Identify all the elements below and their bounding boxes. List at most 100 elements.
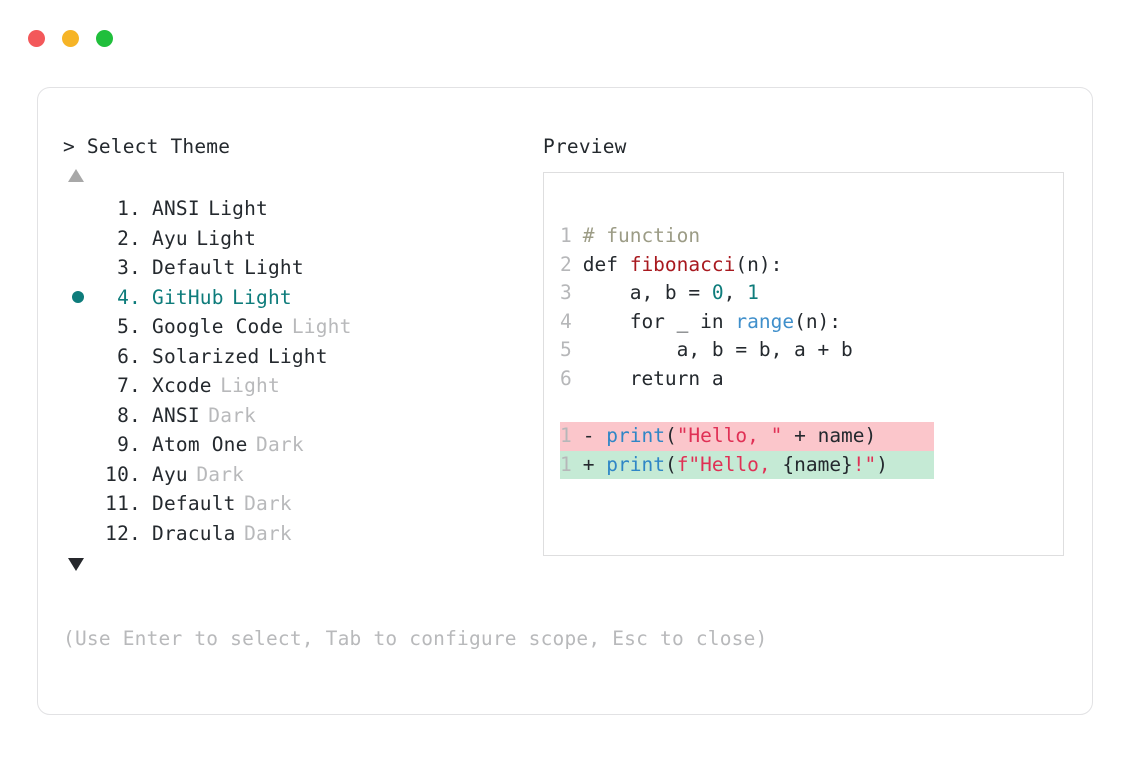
- theme-item-index: 8.: [105, 403, 141, 427]
- diff-line-removed: 1 - print("Hello, " + name): [560, 422, 934, 451]
- line-number: 6: [560, 366, 572, 390]
- theme-item-name: Default: [152, 492, 236, 515]
- theme-item-index: 11.: [105, 492, 141, 515]
- theme-item-variant: Dark: [244, 492, 292, 515]
- theme-item-index: 2.: [105, 226, 141, 250]
- theme-item-name: Atom One: [152, 433, 248, 456]
- theme-item-name: Default: [152, 256, 236, 279]
- select-theme-prompt: > Select Theme: [63, 135, 231, 158]
- code-token: + name): [782, 424, 877, 448]
- code-token: # function: [571, 224, 701, 247]
- selected-bullet-icon: [63, 489, 93, 519]
- theme-item-name: Xcode: [152, 374, 212, 397]
- code-token: (n):: [735, 252, 783, 276]
- theme-item-name: Dracula: [152, 521, 236, 545]
- selected-bullet-icon: [63, 430, 93, 460]
- theme-item-index: 1.: [105, 197, 141, 220]
- code-token: "Hello, ": [676, 424, 783, 448]
- selected-bullet-icon: [63, 283, 93, 313]
- theme-item-name: Google Code: [152, 315, 284, 338]
- theme-list-item[interactable]: 6. Solarized Light: [63, 342, 523, 372]
- code-line: 1 # function: [560, 222, 934, 251]
- theme-item-index: 10.: [105, 462, 141, 486]
- code-token: ): [876, 452, 889, 476]
- selected-bullet-icon: [63, 401, 93, 431]
- code-line: 5 a, b = b, a + b: [560, 336, 934, 365]
- theme-item-index: 9.: [105, 433, 141, 456]
- line-number: 4: [560, 309, 572, 333]
- selected-bullet-icon: [63, 342, 93, 372]
- selected-bullet-icon: [63, 253, 93, 283]
- window-titlebar: [28, 30, 113, 47]
- theme-item-name: ANSI: [152, 197, 200, 220]
- maximize-window-button[interactable]: [96, 30, 113, 47]
- diff-marker: -: [571, 424, 607, 448]
- theme-list-item[interactable]: 5. Google Code Light: [63, 312, 523, 342]
- code-line: 3 a, b = 0, 1: [560, 279, 934, 308]
- theme-list-item[interactable]: 10. Ayu Dark: [63, 460, 523, 490]
- scroll-up-arrow-icon[interactable]: [68, 169, 85, 184]
- code-token: a, b = b, a + b: [571, 338, 853, 362]
- code-token: print: [606, 424, 665, 448]
- theme-item-variant: Light: [220, 374, 280, 397]
- theme-list-item[interactable]: 7. Xcode Light: [63, 371, 523, 401]
- theme-item-index: 7.: [105, 374, 141, 397]
- selected-bullet-icon: [63, 224, 93, 254]
- theme-item-variant: Light: [232, 285, 292, 309]
- code-token: !": [852, 452, 877, 476]
- theme-item-index: 5.: [105, 315, 141, 338]
- code-token: def: [571, 252, 630, 276]
- theme-list-item[interactable]: 9. Atom One Dark: [63, 430, 523, 460]
- close-window-button[interactable]: [28, 30, 45, 47]
- selected-bullet-icon: [63, 460, 93, 490]
- theme-item-variant: Light: [196, 226, 257, 250]
- theme-item-name: Solarized: [152, 344, 260, 368]
- code-token: return a: [571, 366, 724, 390]
- code-line: 6 return a: [560, 365, 934, 394]
- theme-item-name: ANSI: [152, 403, 200, 427]
- code-token: f"Hello,: [676, 452, 783, 476]
- code-token: {name}: [782, 452, 853, 476]
- code-token: ,: [723, 281, 748, 305]
- theme-item-name: Ayu: [152, 462, 188, 486]
- theme-item-variant: Light: [267, 344, 328, 368]
- code-token: (: [664, 424, 677, 448]
- preview-title: Preview: [543, 135, 627, 158]
- theme-item-variant: Dark: [244, 521, 292, 545]
- code-token: 1: [747, 281, 759, 305]
- theme-item-variant: Dark: [208, 403, 257, 427]
- minimize-window-button[interactable]: [62, 30, 79, 47]
- theme-item-variant: Dark: [196, 462, 245, 486]
- theme-list-item[interactable]: 11. Default Dark: [63, 489, 523, 519]
- theme-item-variant: Light: [291, 315, 352, 338]
- theme-item-index: 4.: [105, 285, 141, 309]
- theme-item-variant: Light: [208, 197, 268, 220]
- code-token: (: [664, 452, 677, 476]
- code-token: fibonacci: [629, 252, 736, 276]
- theme-item-variant: Dark: [256, 433, 304, 456]
- line-number: 1: [560, 452, 572, 476]
- line-number: 1: [560, 424, 572, 448]
- line-number: 5: [560, 338, 572, 362]
- theme-list-item[interactable]: 1. ANSI Light: [63, 194, 523, 224]
- theme-item-index: 6.: [105, 344, 141, 368]
- theme-item-index: 3.: [105, 256, 141, 279]
- code-token: a, b =: [571, 281, 712, 305]
- diff-marker: +: [571, 452, 607, 476]
- theme-list-item[interactable]: 8. ANSI Dark: [63, 401, 523, 431]
- keyboard-hint: (Use Enter to select, Tab to configure s…: [63, 627, 768, 650]
- selected-bullet-icon: [63, 194, 93, 224]
- selected-bullet-icon: [63, 312, 93, 342]
- line-number: 2: [560, 252, 572, 276]
- scroll-down-arrow-icon[interactable]: [68, 558, 85, 573]
